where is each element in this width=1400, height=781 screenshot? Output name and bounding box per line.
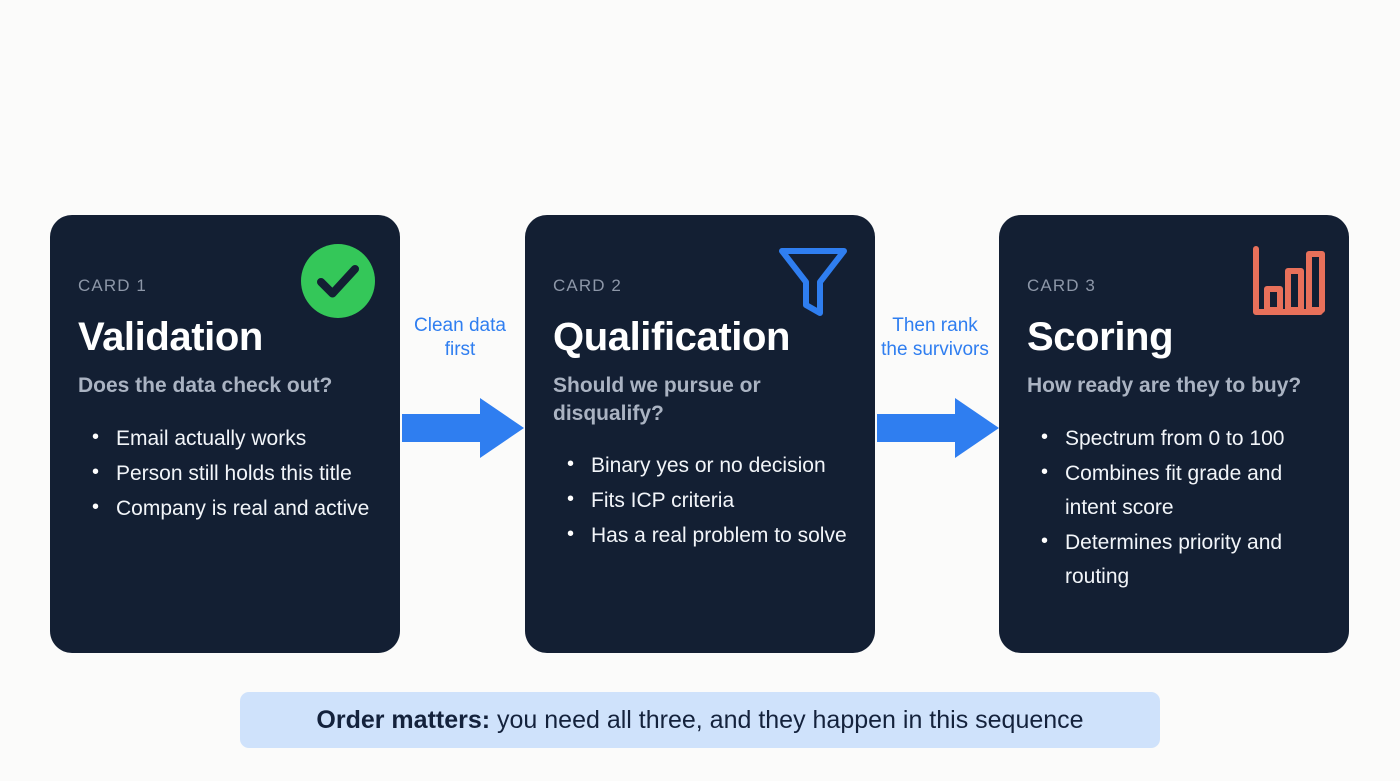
connector-label: Then rank the survivors bbox=[865, 314, 1005, 362]
card-title: Validation bbox=[78, 315, 263, 359]
connector-label-line-1: Then rank bbox=[892, 315, 978, 336]
connector-label-line-2: the survivors bbox=[881, 338, 989, 360]
connector-label-line-2: first bbox=[444, 338, 476, 360]
list-item: Has a real problem to solve bbox=[553, 518, 847, 553]
list-item: Email actually works bbox=[78, 421, 372, 456]
connector-qualification-to-scoring: Then rank the survivors bbox=[865, 310, 1005, 458]
banner-rest: you need all three, and they happen in t… bbox=[490, 705, 1084, 734]
card-eyebrow: CARD 3 bbox=[1027, 276, 1096, 295]
card-qualification[interactable]: CARD 2 Qualification Should we pursue or… bbox=[525, 215, 875, 653]
connector-label: Clean data first bbox=[390, 314, 530, 362]
order-matters-banner: Order matters: you need all three, and t… bbox=[240, 692, 1160, 748]
card-subtitle: Should we pursue or disqualify? bbox=[553, 374, 761, 425]
list-item: Company is real and active bbox=[78, 491, 372, 526]
card-title: Qualification bbox=[553, 315, 791, 359]
card-bullet-list: Email actually works Person still holds … bbox=[78, 421, 372, 526]
banner-text: Order matters: you need all three, and t… bbox=[316, 706, 1083, 735]
card-scoring[interactable]: CARD 3 Scoring How ready are they to buy… bbox=[999, 215, 1349, 653]
card-bullet-list: Spectrum from 0 to 100 Combines fit grad… bbox=[1027, 421, 1321, 594]
card-subtitle: How ready are they to buy? bbox=[1027, 374, 1302, 397]
card-eyebrow: CARD 2 bbox=[553, 276, 622, 295]
card-title: Scoring bbox=[1027, 315, 1174, 359]
right-arrow-icon bbox=[877, 398, 999, 458]
card-eyebrow: CARD 1 bbox=[78, 276, 147, 295]
list-item: Binary yes or no decision bbox=[553, 448, 847, 483]
funnel-icon bbox=[775, 243, 851, 319]
card-subtitle: Does the data check out? bbox=[78, 374, 333, 397]
list-item: Person still holds this title bbox=[78, 456, 372, 491]
check-circle-icon bbox=[300, 243, 376, 319]
card-bullet-list: Binary yes or no decision Fits ICP crite… bbox=[553, 448, 847, 553]
connector-validation-to-qualification: Clean data first bbox=[390, 310, 530, 458]
list-item: Fits ICP criteria bbox=[553, 483, 847, 518]
banner-lead: Order matters: bbox=[316, 705, 491, 734]
connector-label-line-1: Clean data bbox=[414, 315, 506, 336]
list-item: Combines fit grade and intent score bbox=[1027, 456, 1321, 525]
list-item: Determines priority and routing bbox=[1027, 525, 1321, 594]
right-arrow-icon bbox=[402, 398, 524, 458]
card-validation[interactable]: CARD 1 Validation Does the data check ou… bbox=[50, 215, 400, 653]
bar-chart-icon bbox=[1249, 243, 1325, 319]
list-item: Spectrum from 0 to 100 bbox=[1027, 421, 1321, 456]
